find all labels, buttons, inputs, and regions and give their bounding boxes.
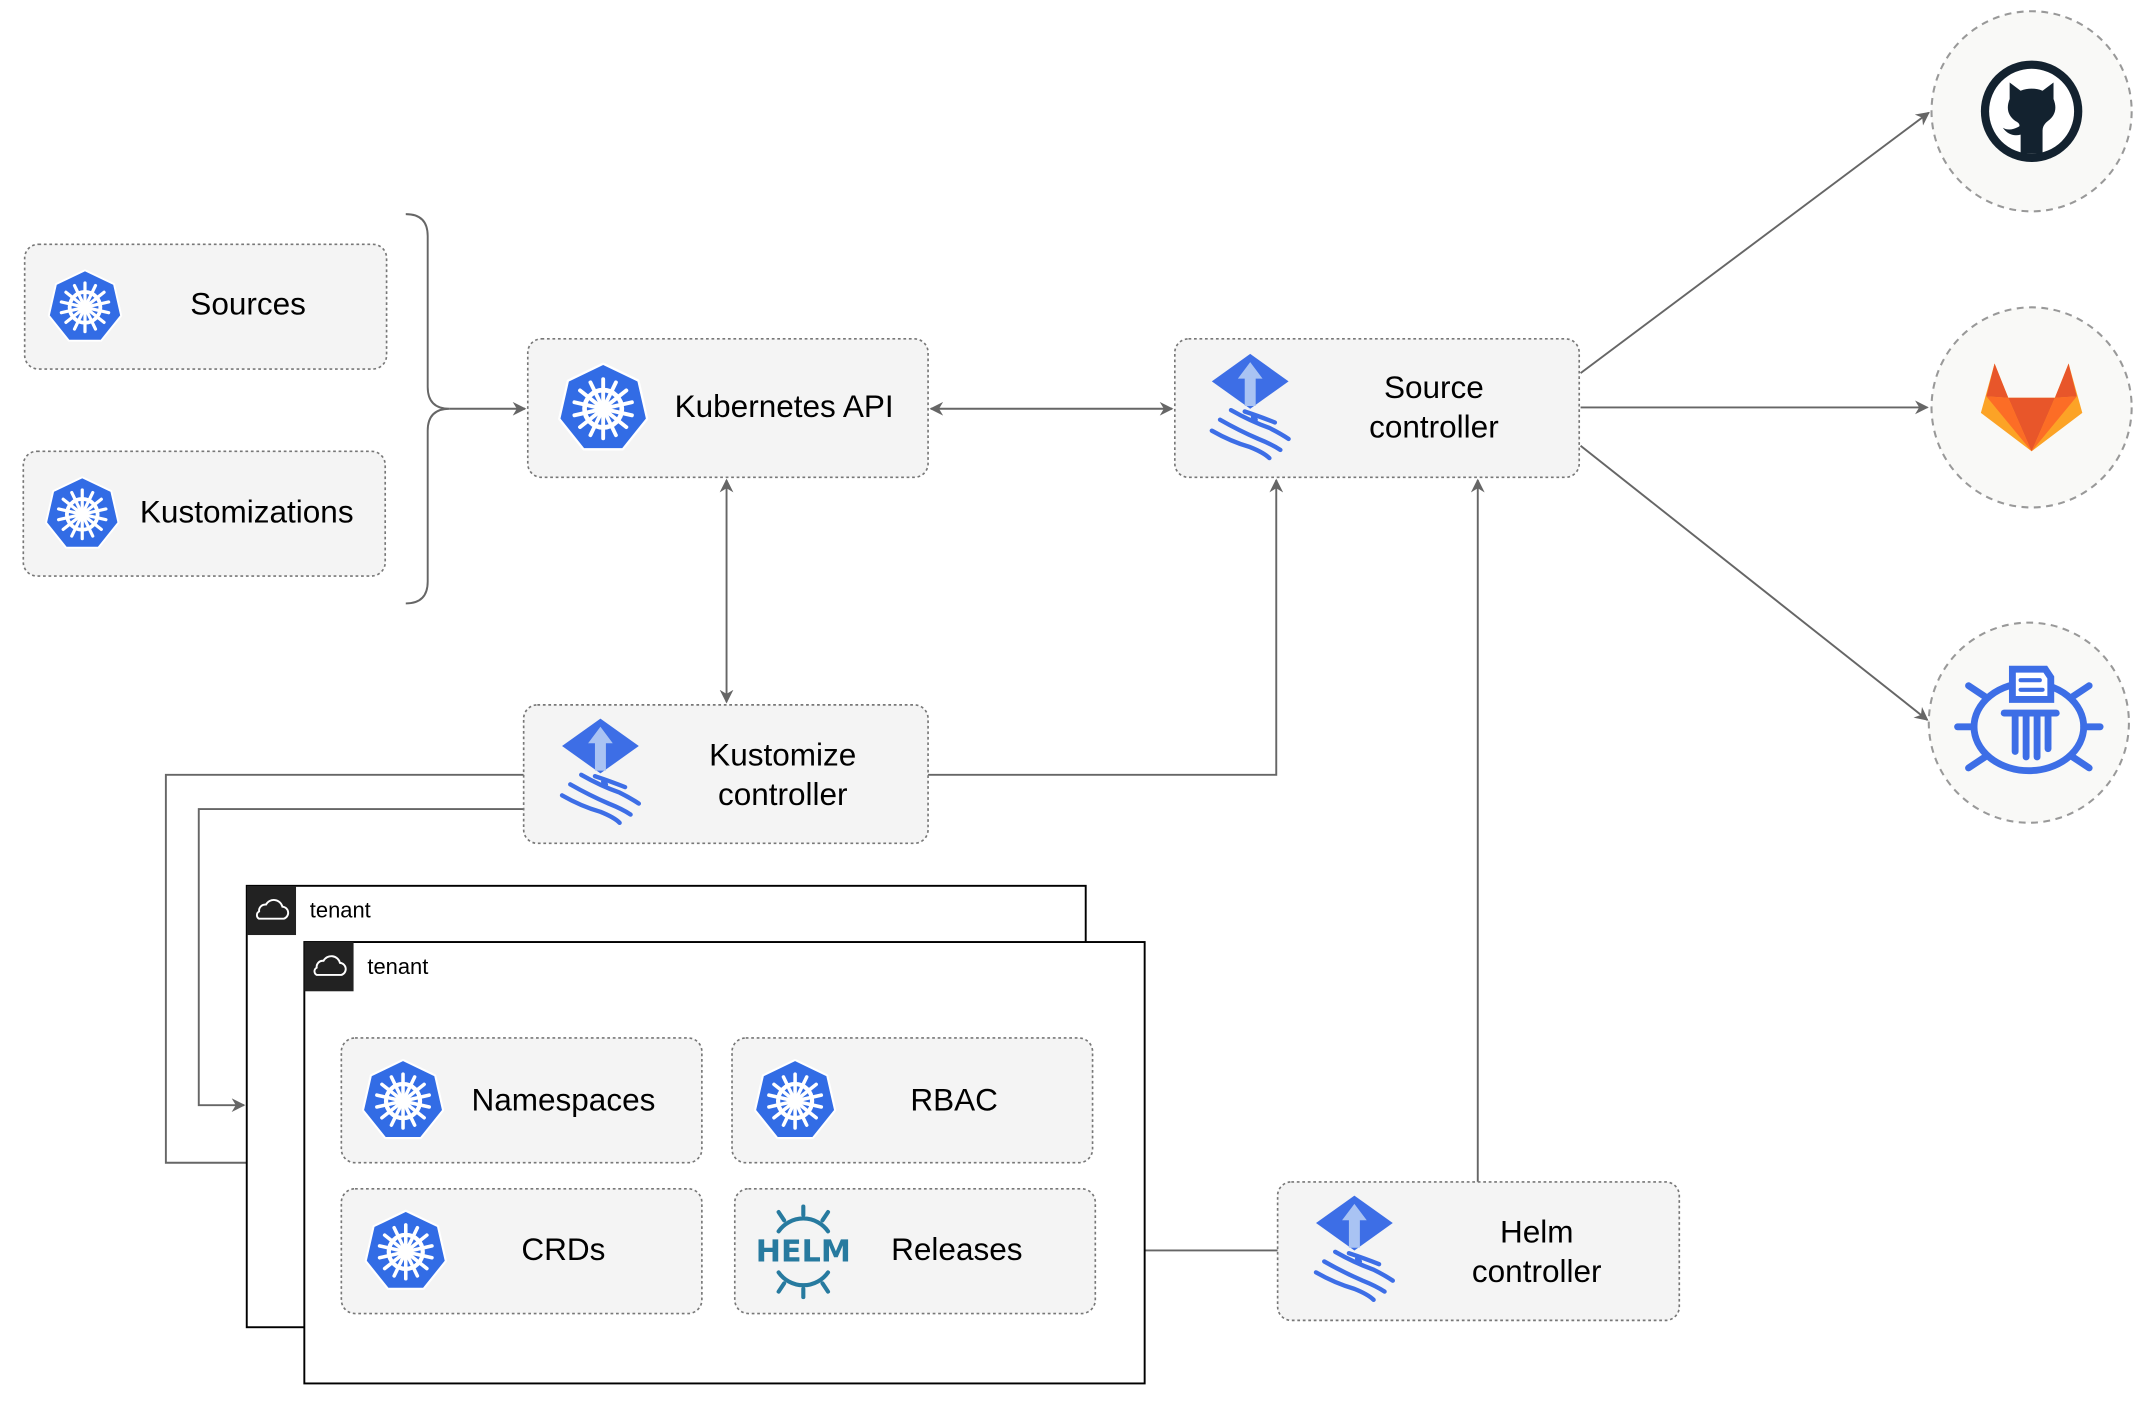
node-label-line2: controller: [1369, 409, 1499, 445]
cloud-icon: [246, 885, 297, 936]
node-kustomize-controller[interactable]: Kustomize controller: [522, 704, 929, 845]
node-releases[interactable]: HELM Releases: [733, 1187, 1097, 1315]
helm-repository-icon: [1954, 665, 2104, 775]
github-icon: [1980, 60, 2083, 163]
edge-kustomize-to-tenant-front: [164, 773, 524, 1170]
gitlab-icon: [1980, 363, 2083, 452]
node-kubernetes-api[interactable]: Kubernetes API: [526, 338, 929, 479]
node-sources[interactable]: Sources: [23, 243, 388, 370]
node-source-controller[interactable]: Source controller: [1173, 338, 1581, 479]
node-label: Namespaces: [471, 1082, 655, 1118]
edge-kustomize-to-source: [928, 478, 1284, 776]
node-label-line2: controller: [1472, 1253, 1602, 1289]
brace: [405, 213, 450, 605]
node-helm-controller[interactable]: Helm controller: [1276, 1181, 1681, 1322]
node-label-line2: controller: [718, 776, 848, 812]
node-rbac[interactable]: RBAC: [731, 1037, 1094, 1164]
node-kustomizations[interactable]: Kustomizations: [22, 450, 387, 577]
node-crds[interactable]: CRDs: [340, 1187, 703, 1315]
gitlab-node[interactable]: [1930, 306, 2133, 509]
node-label: RBAC: [910, 1082, 998, 1118]
node-label: Sources: [190, 285, 306, 321]
node-namespaces[interactable]: Namespaces: [340, 1037, 703, 1164]
helm-repository-node[interactable]: [1927, 621, 2130, 824]
node-label-line1: Source: [1384, 369, 1484, 405]
node-label-line1: Helm: [1500, 1213, 1574, 1249]
node-label: Releases: [891, 1231, 1022, 1267]
edge-kustomize-to-tenant-back: [197, 808, 524, 1113]
node-label-line1: Kustomize: [709, 736, 856, 772]
edge-source-to-helm-repo: [1579, 445, 1929, 721]
node-label: Kubernetes API: [675, 388, 894, 424]
node-label: CRDs: [521, 1231, 605, 1267]
github-node[interactable]: [1930, 10, 2133, 213]
tenant-label: tenant: [310, 898, 371, 923]
cloud-icon: [304, 942, 354, 992]
edges: [164, 111, 1930, 1258]
helm-logo-text: HELM: [756, 1235, 851, 1270]
edge-source-to-github: [1580, 111, 1930, 374]
tenant-label: tenant: [367, 954, 428, 979]
helm-icon: HELM: [756, 1204, 851, 1300]
node-label: Kustomizations: [140, 494, 354, 530]
